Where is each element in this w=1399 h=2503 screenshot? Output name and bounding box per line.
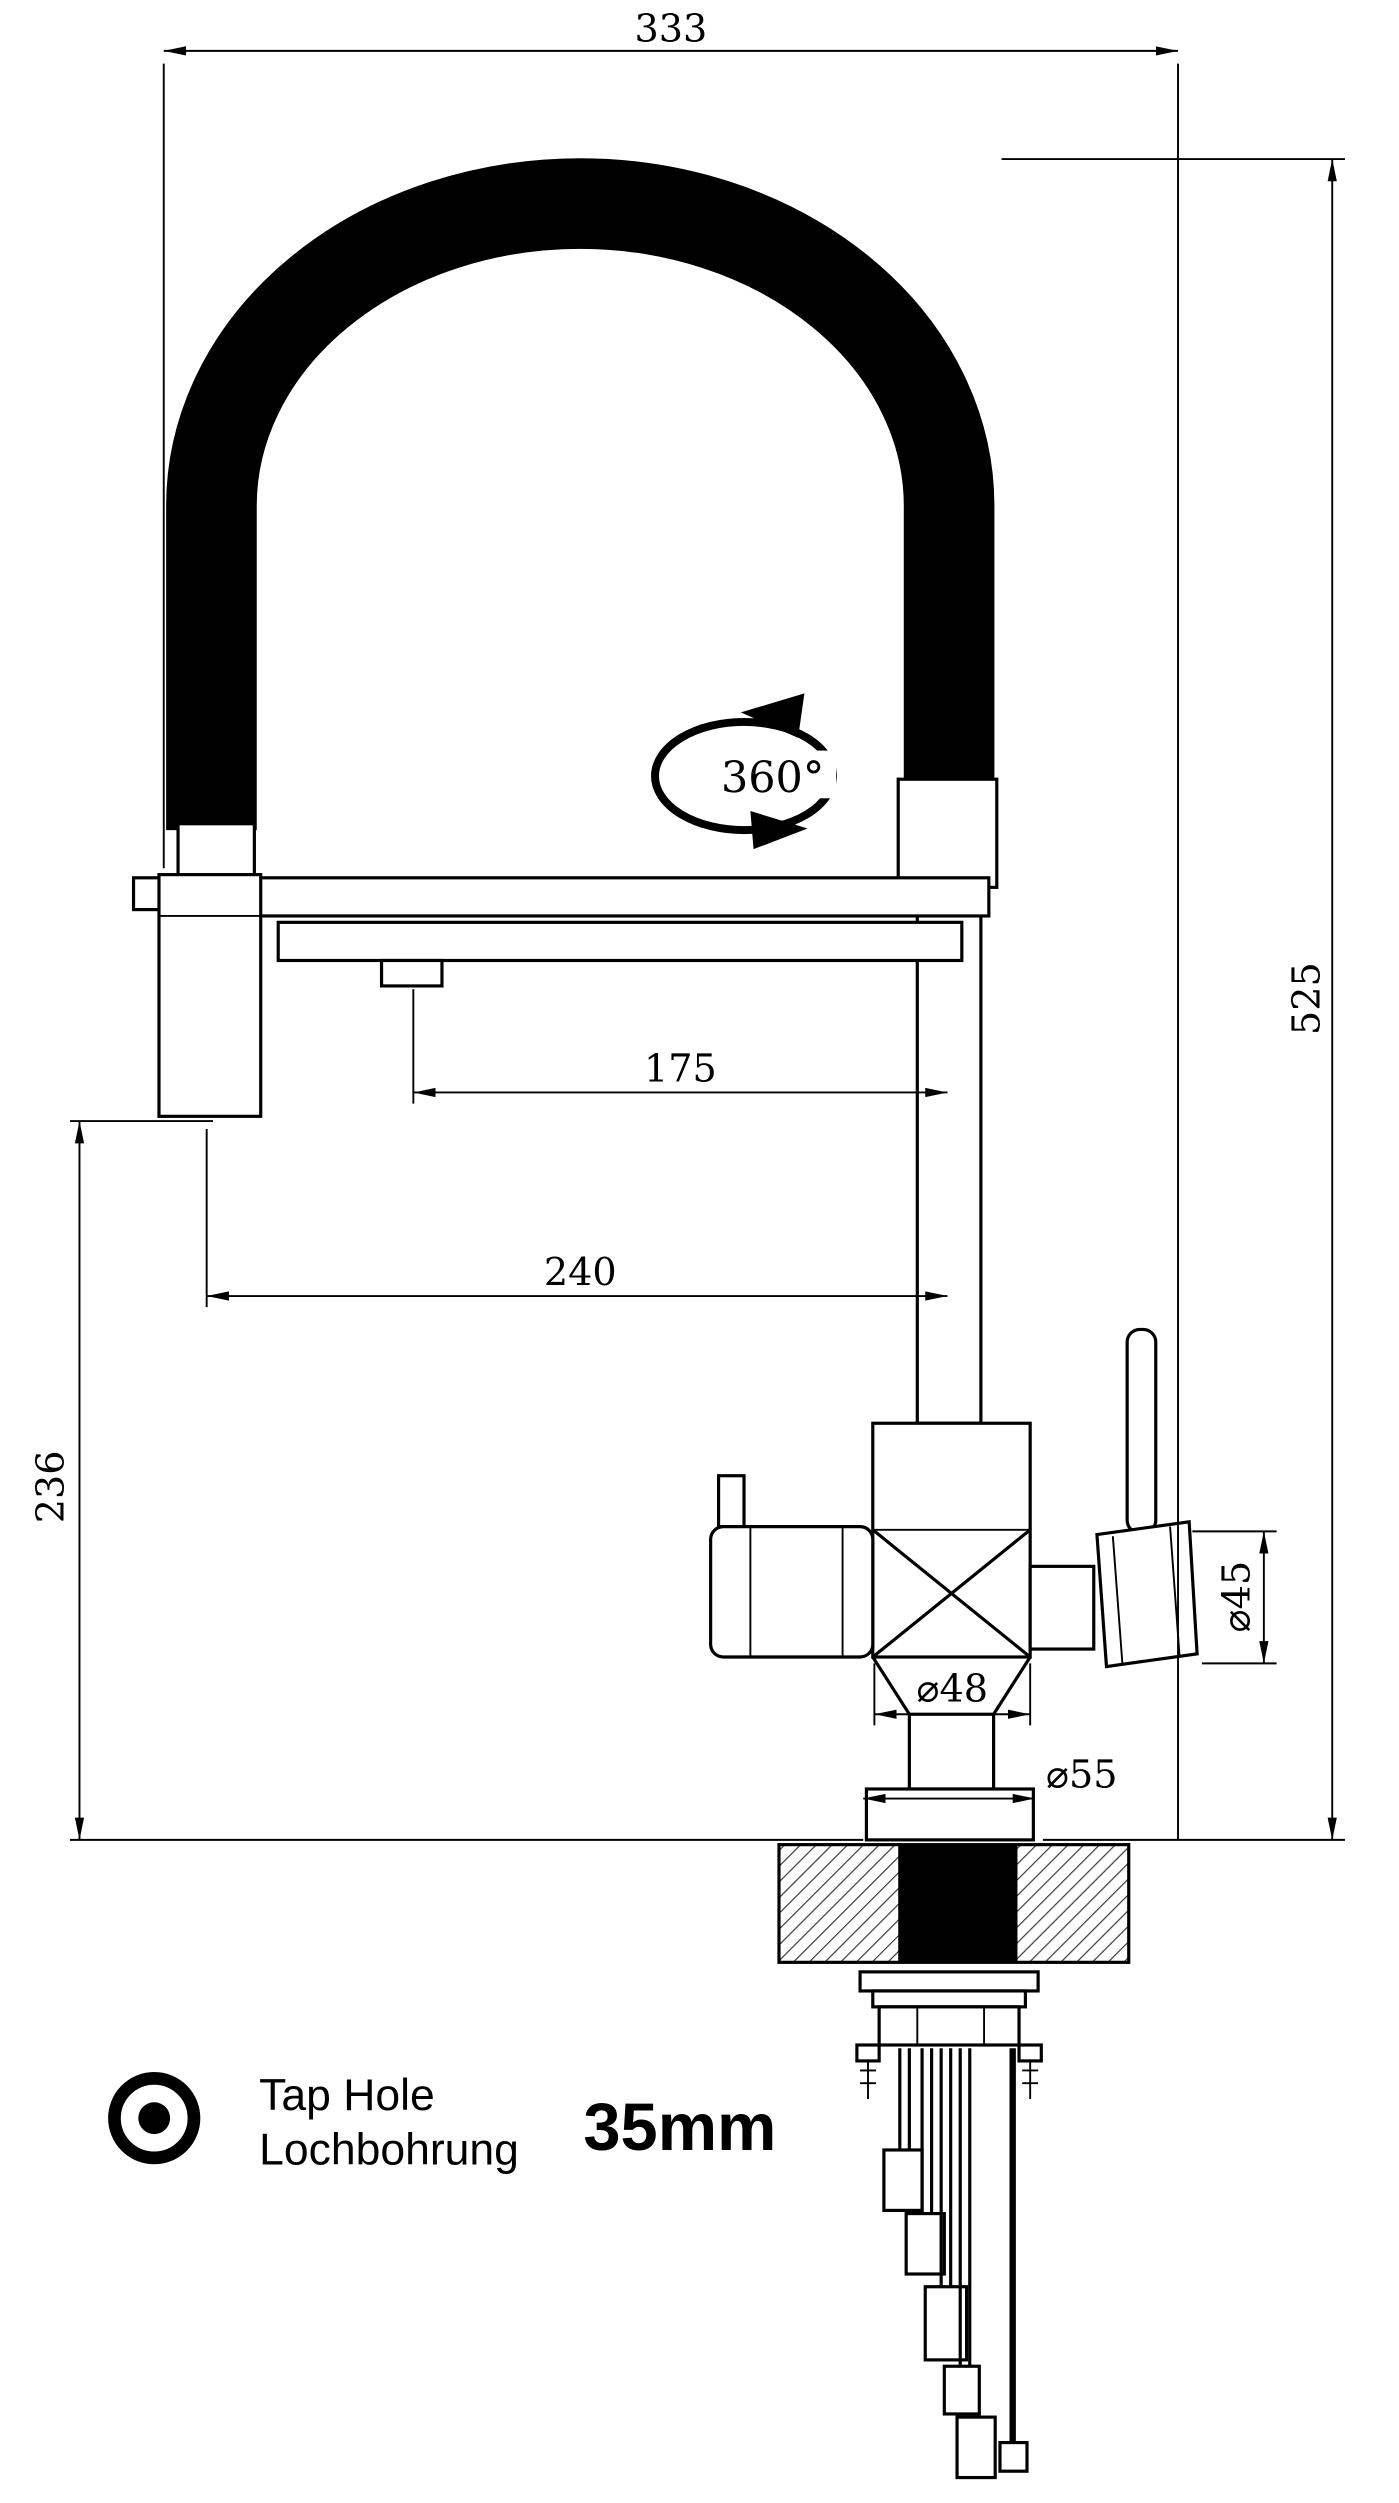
rotation-arrow-bottom-icon bbox=[750, 811, 808, 850]
arch-collar bbox=[896, 777, 999, 889]
dimensions: 333 525 236 175 240 ⌀45 ⌀48 ⌀55 bbox=[29, 6, 1345, 1841]
right-lever-rod bbox=[1125, 1327, 1158, 1535]
mixer-body-x2 bbox=[871, 1528, 1032, 1659]
rotation-label-bg bbox=[709, 750, 837, 799]
rotation-label: 360° bbox=[721, 753, 824, 803]
left-handle-stub bbox=[716, 1474, 746, 1529]
rotation-arrow-top-icon bbox=[740, 693, 805, 738]
tap-hole-label-en: Tap Hole bbox=[259, 2071, 435, 2120]
dim-55-label: ⌀55 bbox=[1046, 1752, 1117, 1796]
spout-nozzle bbox=[379, 958, 444, 988]
tap-shank bbox=[898, 1844, 1018, 1963]
tap-hole-icon-dot bbox=[138, 2102, 171, 2135]
faucet-outline bbox=[131, 158, 1199, 1842]
spray-head-body bbox=[157, 873, 263, 1118]
dim-525-label: 525 bbox=[1285, 962, 1329, 1035]
hose-2-connector bbox=[904, 2211, 946, 2276]
right-lever-joint bbox=[1028, 1564, 1096, 1651]
mount-rod-end bbox=[998, 2440, 1029, 2473]
countertop-section bbox=[777, 1843, 1131, 1964]
tap-hole-icon bbox=[108, 2072, 201, 2165]
lower-tube bbox=[907, 1712, 996, 1791]
left-bolt-head bbox=[855, 2043, 881, 2063]
hose-4-connector bbox=[942, 2364, 981, 2416]
mixer-body bbox=[871, 1421, 1032, 1659]
dim-45-label: ⌀45 bbox=[1215, 1561, 1259, 1633]
hose-4-connector2 bbox=[955, 2415, 997, 2480]
dim-240-label: 240 bbox=[544, 1250, 617, 1294]
tap-hole-size-label: 35mm bbox=[583, 2091, 776, 2165]
right-bolt-head bbox=[1017, 2043, 1043, 2063]
right-lever-body bbox=[1095, 1520, 1199, 1669]
right-lever-detail1 bbox=[1111, 1536, 1124, 1664]
tap-hole-label-de: Lochbohrung bbox=[259, 2125, 519, 2174]
mounting-hardware bbox=[855, 1970, 1043, 2480]
mount-plate-1 bbox=[858, 1970, 1040, 1993]
mount-plate-2 bbox=[871, 1989, 1027, 2009]
spout-lower-bar bbox=[276, 920, 964, 963]
left-handle bbox=[709, 1525, 875, 1659]
neck-taper-left bbox=[871, 1656, 911, 1716]
dim-48-label: ⌀48 bbox=[917, 1667, 988, 1711]
neck-taper-right bbox=[992, 1656, 1032, 1716]
tap-hole-legend: Tap Hole Lochbohrung 35mm bbox=[108, 2071, 776, 2174]
dim-333-label: 333 bbox=[634, 6, 707, 50]
dim-175-label: 175 bbox=[644, 1046, 717, 1090]
mount-nut bbox=[877, 2005, 1021, 2047]
hose-1-connector bbox=[882, 2148, 924, 2212]
faucet-hose-arch bbox=[166, 158, 995, 831]
base-flange bbox=[864, 1787, 1035, 1842]
rotation-symbol: 360° bbox=[651, 693, 838, 850]
dim-236-label: 236 bbox=[29, 1450, 73, 1523]
spray-head-collar bbox=[176, 822, 256, 880]
spout-upper-bar bbox=[252, 876, 991, 918]
faucet-column bbox=[915, 885, 983, 1425]
